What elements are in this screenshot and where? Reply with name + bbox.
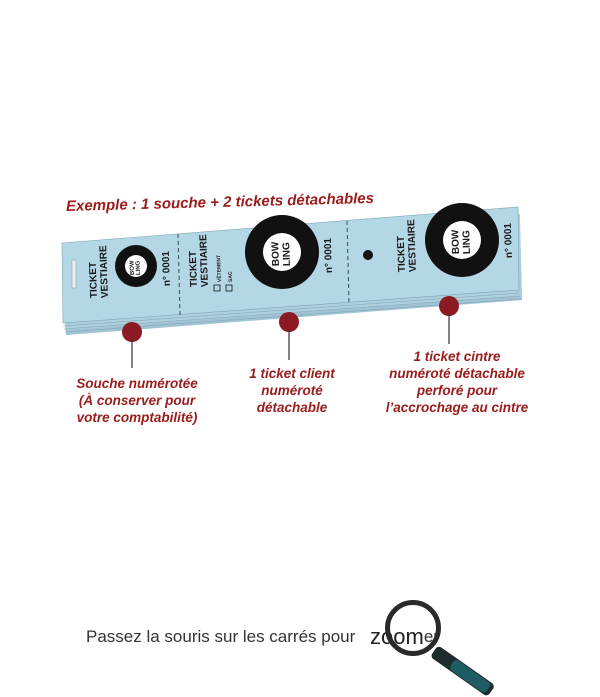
- checkbox-bag: [225, 284, 233, 292]
- marker-hanger: [439, 296, 459, 316]
- stub-number: n° 0001: [161, 250, 173, 286]
- stub-section: TICKET VESTIAIRE BOW LING n° 0001: [88, 245, 173, 298]
- magnifier-icon: [385, 600, 441, 656]
- client-title-2: VESTIAIRE: [198, 234, 211, 287]
- stub-logo-2: LING: [135, 260, 142, 275]
- caption-hanger-line: numéroté détachable: [389, 366, 525, 381]
- caption-client-line: 1 ticket client: [249, 366, 335, 381]
- hanger-number: n° 0001: [503, 222, 515, 258]
- client-number: n° 0001: [323, 237, 335, 273]
- caption-client-line: détachable: [256, 400, 328, 415]
- caption-stub-line: (À conserver pour: [78, 393, 196, 408]
- callout-markers: [122, 296, 459, 368]
- client-logo-2: LING: [281, 242, 293, 266]
- caption-hanger-line: perforé pour: [416, 383, 498, 398]
- client-logo-1: BOW: [270, 241, 282, 266]
- hanger-hole: [363, 250, 373, 260]
- caption-client-line: numéroté: [261, 383, 323, 398]
- zoom-hint-text: Passez la souris sur les carrés pour: [86, 627, 356, 646]
- hanger-title-1: TICKET: [396, 236, 408, 272]
- client-ticket-section: TICKET VESTIAIRE VÊTEMENT SAC BOW LING n…: [188, 215, 335, 292]
- caption-client: 1 ticket client numéroté détachable: [232, 365, 352, 416]
- caption-hanger-line: 1 ticket cintre: [413, 349, 501, 364]
- hanger-logo-2: LING: [461, 230, 473, 254]
- client-title-1: TICKET: [188, 251, 200, 287]
- stub-title-2: VESTIAIRE: [98, 245, 111, 298]
- checkbox-garment: [213, 284, 221, 292]
- caption-stub-line: votre comptabilité): [76, 410, 198, 425]
- caption-hanger-line: l’accrochage au cintre: [385, 400, 529, 415]
- stub-title-1: TICKET: [88, 262, 100, 298]
- marker-client: [279, 312, 299, 332]
- hanger-ticket-section: TICKET VESTIAIRE BOW LING n° 0001: [363, 203, 515, 277]
- marker-stub: [122, 322, 142, 342]
- caption-stub-line: Souche numérotée: [76, 376, 198, 391]
- stub-logo-1: BOW: [129, 260, 136, 275]
- caption-stub: Souche numérotée (À conserver pour votre…: [62, 375, 212, 426]
- caption-hanger: 1 ticket cintre numéroté détachable perf…: [372, 348, 542, 416]
- hanger-title-2: VESTIAIRE: [406, 219, 419, 272]
- hanger-logo-1: BOW: [450, 229, 462, 254]
- option-garment: VÊTEMENT: [214, 255, 223, 282]
- option-bag: SAC: [228, 271, 234, 282]
- staple: [71, 259, 77, 289]
